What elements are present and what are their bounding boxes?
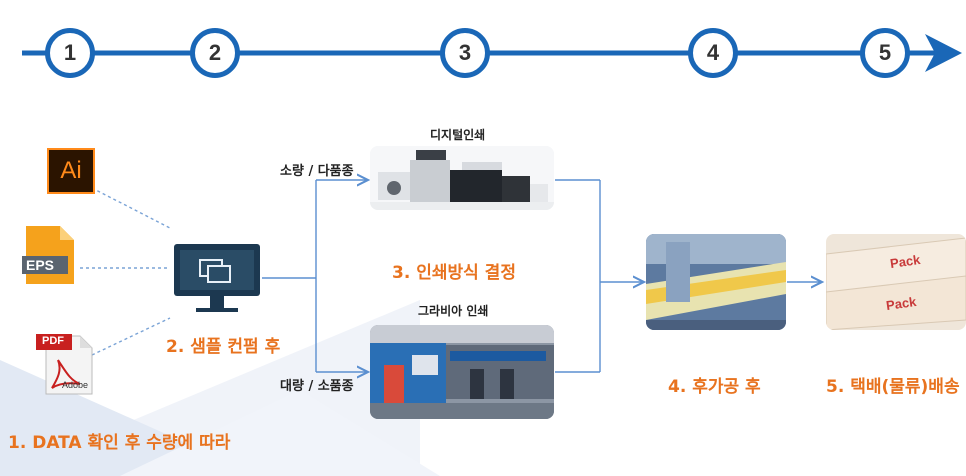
pdf-file-icon: PDF Adobe bbox=[36, 332, 96, 396]
step5-label: 5. 택배(물류)배송 bbox=[826, 377, 960, 397]
gravure-title: 그라비아 인쇄 bbox=[418, 304, 489, 318]
step-circle-5: 5 bbox=[860, 28, 910, 78]
adobe-brand-label: Adobe bbox=[62, 380, 89, 390]
step3-label: 3. 인쇄방식 결정 bbox=[392, 263, 516, 283]
monitor-icon bbox=[172, 242, 262, 326]
dotted-connector bbox=[91, 187, 171, 229]
step-circle-2: 2 bbox=[190, 28, 240, 78]
pdf-tab-label: PDF bbox=[42, 335, 64, 347]
step1-label: 1. DATA 확인 후 수량에 따라 bbox=[8, 433, 231, 453]
step4-label: 4. 후가공 후 bbox=[668, 377, 761, 397]
delivery-boxes-image: Pack Pack bbox=[826, 234, 966, 330]
step-number: 3 bbox=[458, 40, 472, 65]
step-circle-3: 3 bbox=[440, 28, 490, 78]
step-number: 5 bbox=[878, 40, 892, 65]
gravure-press-image bbox=[370, 325, 554, 419]
digital-press-image bbox=[370, 146, 554, 210]
eps-label: EPS bbox=[26, 257, 55, 273]
step-number: 4 bbox=[706, 40, 720, 65]
branch-small-label: 소량 / 다품종 bbox=[280, 164, 354, 179]
step-circle-4: 4 bbox=[688, 28, 738, 78]
adobe-illustrator-icon: Ai bbox=[47, 148, 95, 194]
step-circle-1: 1 bbox=[45, 28, 95, 78]
step-number: 2 bbox=[208, 40, 222, 65]
digital-title: 디지털인쇄 bbox=[430, 128, 486, 142]
step-number: 1 bbox=[63, 40, 77, 65]
step2-label: 2. 샘플 컨펌 후 bbox=[166, 337, 281, 357]
dotted-connector bbox=[91, 317, 171, 356]
ai-icon-text: Ai bbox=[60, 157, 82, 184]
timeline-arrowhead bbox=[925, 34, 962, 72]
eps-file-icon: EPS bbox=[22, 226, 74, 284]
branch-large-label: 대량 / 소품종 bbox=[280, 379, 354, 394]
post-processing-image bbox=[646, 234, 786, 330]
